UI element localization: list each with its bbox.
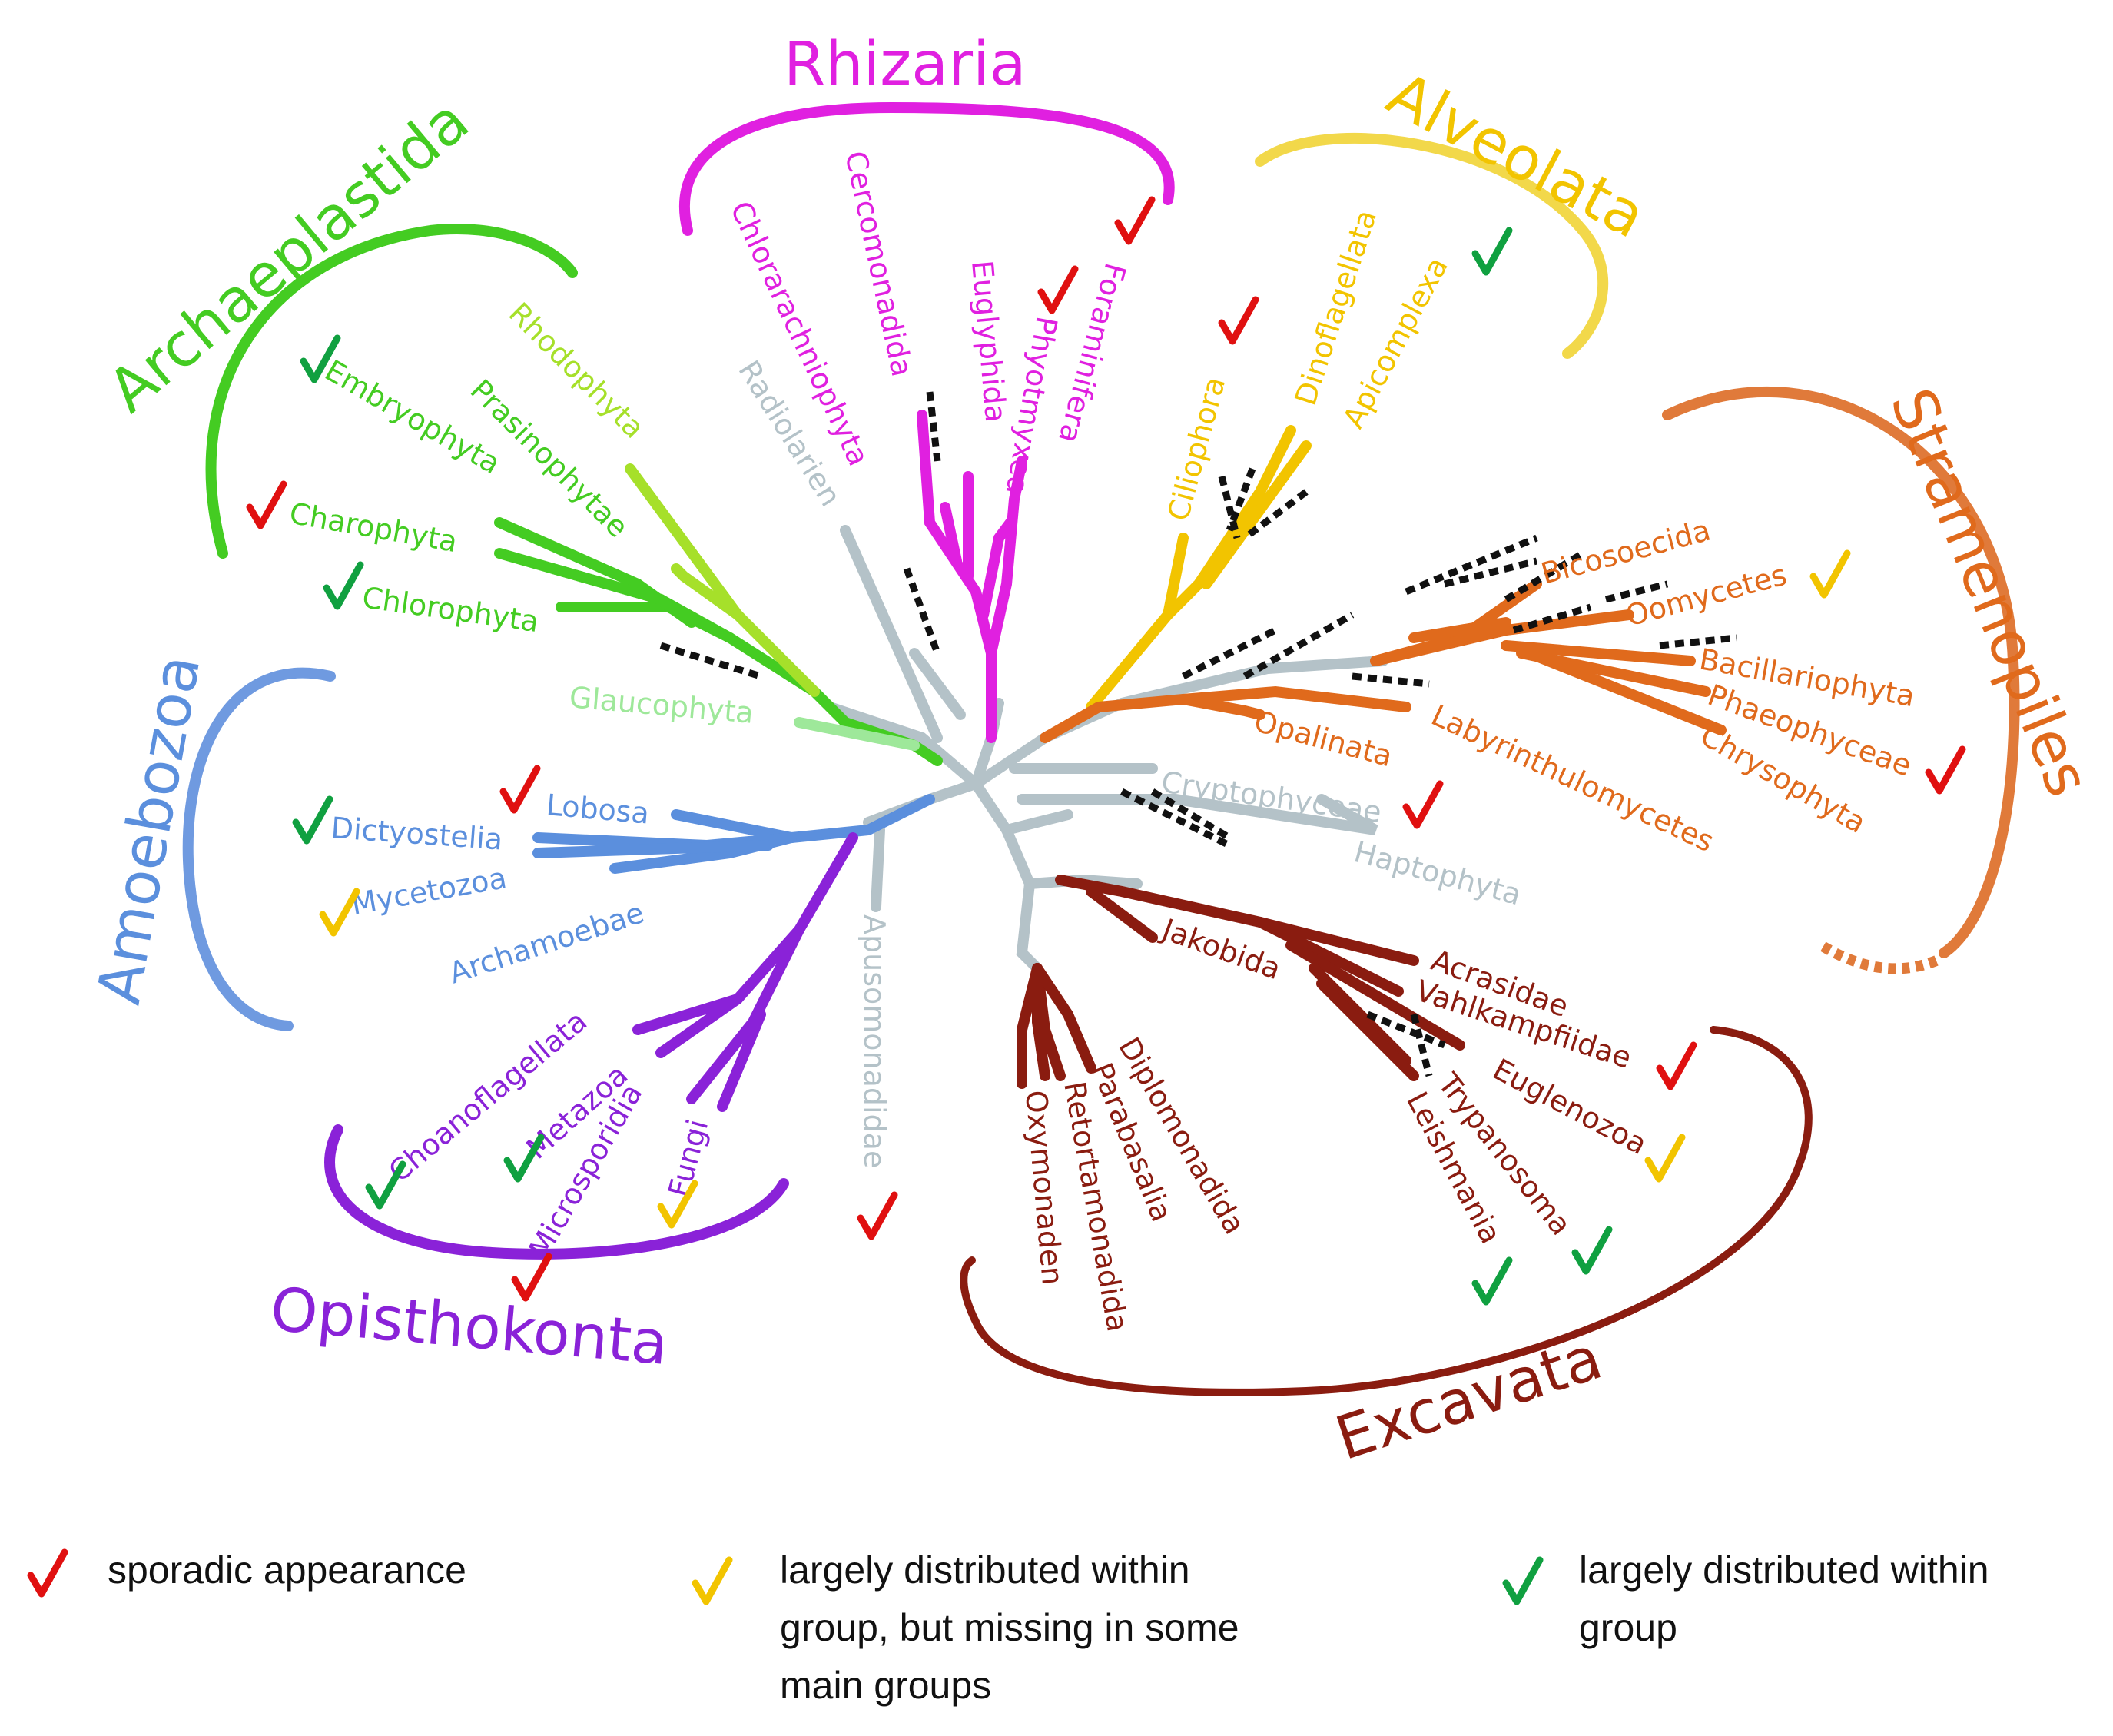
check-red-icon <box>1660 1045 1693 1087</box>
alveolata-branches <box>1086 425 1312 712</box>
taxon-mycetozoa: Mycetozoa <box>349 861 509 921</box>
excavata-branches <box>1017 875 1465 1089</box>
taxon-glaucophyta: Glaucophyta <box>568 680 755 730</box>
legend-partial-line1: largely distributed within <box>780 1548 1190 1592</box>
taxon-archamoebae: Archamoebae <box>445 895 648 990</box>
check-red-icon <box>503 768 537 810</box>
stramenopiles-arc <box>1662 386 2020 958</box>
taxon-oxymonaden: Oxymonaden <box>1019 1089 1070 1286</box>
taxon-opalinata: Opalinata <box>1251 704 1396 773</box>
taxon-euglyphida: Euglyphida <box>965 259 1013 423</box>
amoebozoa-branches <box>532 794 935 874</box>
check-red-icon <box>515 1256 549 1298</box>
check-yellow-icon <box>1813 553 1847 595</box>
taxon-oomycetes: Oomycetes <box>1622 558 1790 633</box>
taxon-labyrinthulomycetes: Labyrinthulomycetes <box>1426 698 1719 858</box>
opisthokonta-branches <box>632 832 858 1112</box>
rhizaria-arc <box>678 101 1175 236</box>
check-green-icon <box>327 565 360 606</box>
alveolata-arc <box>1255 133 1609 359</box>
legend-check-red-icon <box>31 1552 65 1594</box>
check-red-icon <box>1041 269 1075 310</box>
group-title-archaeplastida: Archaeplastida <box>95 86 482 426</box>
taxon-lobosa: Lobosa <box>545 788 651 831</box>
check-green-icon <box>1475 1260 1509 1302</box>
check-red-icon <box>1222 300 1256 341</box>
glaucophyta-branch <box>794 717 920 751</box>
trunk <box>824 525 1388 974</box>
taxon-embryophyta: Embryophyta <box>320 354 506 481</box>
group-title-excavata: Excavata <box>1328 1323 1610 1474</box>
rhodophyta-branches <box>625 463 820 697</box>
stramenopiles-arc-dotted <box>1818 940 1939 974</box>
legend-sporadic-text: sporadic appearance <box>108 1548 466 1592</box>
taxon-bicosoecida: Bicosoecida <box>1537 513 1714 591</box>
stramenopiles-branches <box>1040 579 1727 743</box>
legend-wide-line2: group <box>1579 1606 1677 1649</box>
legend-check-yellow-icon <box>695 1560 729 1602</box>
check-green-icon <box>369 1164 403 1206</box>
check-yellow-icon <box>1648 1137 1682 1179</box>
taxon-chlorophyta: Chlorophyta <box>360 580 541 639</box>
legend-partial-line3: main groups <box>780 1664 991 1707</box>
legend-check-green-icon <box>1506 1560 1540 1602</box>
taxon-apusomonadidae: Apusomonadidae <box>857 914 891 1168</box>
amoebozoa-arc <box>182 667 336 1031</box>
taxon-ciliophora: Ciliophora <box>1161 373 1232 525</box>
check-red-icon <box>1118 200 1152 241</box>
check-green-icon <box>296 799 330 841</box>
group-title-amoebozoa: Amoebozoa <box>85 650 214 1009</box>
opisthokonta-arc <box>324 1124 789 1260</box>
rhizaria-branches <box>917 410 1027 743</box>
archaeplastida-arc <box>205 224 578 559</box>
dashed-uncertainty-marks <box>659 391 1737 1077</box>
taxon-haptophyta: Haptophyta <box>1351 835 1525 911</box>
legend-partial-line2: group, but missing in some <box>780 1606 1239 1649</box>
taxon-charophyta: Charophyta <box>287 496 459 559</box>
legend: sporadic appearance largely distributed … <box>31 1548 1989 1707</box>
excavata-arc <box>960 1026 1813 1396</box>
legend-wide-line1: largely distributed within <box>1579 1548 1989 1592</box>
check-green-icon <box>1575 1230 1609 1271</box>
check-red-icon <box>861 1195 894 1236</box>
check-green-icon <box>1475 231 1509 272</box>
taxon-dictyostelia: Dictyostelia <box>330 811 503 857</box>
group-title-opisthokonta: Opisthokonta <box>267 1275 671 1379</box>
check-red-icon <box>1406 784 1440 825</box>
check-red-icon <box>250 484 284 526</box>
check-yellow-icon <box>323 891 357 933</box>
taxon-choanoflagellata: Choanoflagellata <box>383 1004 594 1189</box>
group-title-rhizaria: Rhizaria <box>784 30 1027 99</box>
check-red-icon <box>1929 749 1962 791</box>
taxon-cercomonadida: Cercomonadida <box>838 148 919 380</box>
group-title-stramenopiles: Stramenopiles <box>1876 379 2102 805</box>
group-title-alveolata: Alveolata <box>1376 59 1656 252</box>
